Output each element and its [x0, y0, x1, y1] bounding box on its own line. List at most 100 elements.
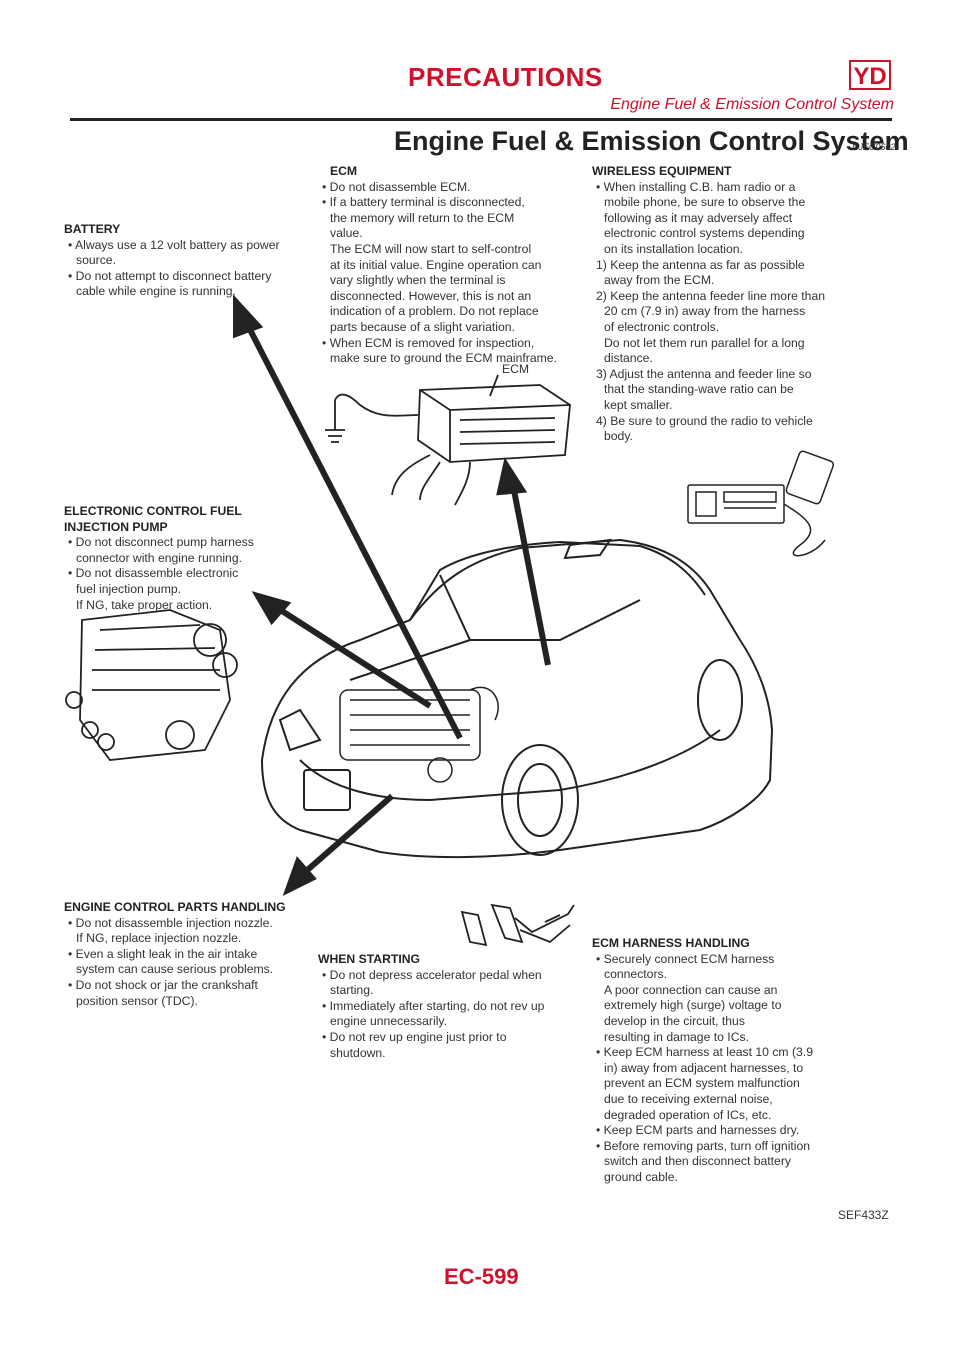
engine-code-badge: YD: [849, 60, 891, 90]
ecm-lines: • Do not disassemble ECM.• If a battery …: [318, 180, 588, 367]
harness-block: ECM HARNESS HANDLING • Securely connect …: [592, 936, 892, 1186]
pump-heading: ELECTRONIC CONTROL FUEL: [64, 504, 242, 518]
bullet-continuation: following as it may adversely affect: [604, 210, 793, 225]
header-rule: [70, 118, 892, 121]
bullet-continuation: resulting in damage to ICs.: [604, 1029, 749, 1044]
bullet-item: • Keep ECM parts and harnesses dry.: [596, 1123, 800, 1138]
wireless-block: WIRELESS EQUIPMENT • When installing C.B…: [592, 164, 892, 445]
bullet-continuation: Do not let them run parallel for a long: [604, 335, 805, 350]
starting-heading: WHEN STARTING: [318, 952, 421, 966]
bullet-item: • Do not depress accelerator pedal when: [322, 967, 542, 982]
bullet-continuation: position sensor (TDC).: [76, 993, 198, 1008]
injection-pump-illustration: [65, 609, 238, 761]
bullet-item: • When ECM is removed for inspection,: [322, 335, 535, 350]
bullet-continuation: kept smaller.: [604, 397, 673, 412]
bullet-continuation: distance.: [604, 351, 653, 366]
header-subtitle: Engine Fuel & Emission Control System: [610, 96, 894, 113]
bullet-continuation: vary slightly when the terminal is: [330, 273, 506, 288]
radio-illustration: [687, 450, 835, 557]
bullet-continuation: the memory will return to the ECM: [330, 210, 515, 225]
bullet-item: • Do not shock or jar the crankshaft: [68, 977, 258, 992]
bullet-continuation: degraded operation of ICs, etc.: [604, 1107, 772, 1122]
bullet-continuation: indication of a problem. Do not replace: [330, 304, 539, 319]
bullet-item: 3) Adjust the antenna and feeder line so: [596, 366, 812, 381]
bullet-continuation: system can cause serious problems.: [76, 962, 274, 977]
bullet-item: • Keep ECM harness at least 10 cm (3.9: [596, 1045, 813, 1060]
bullet-continuation: cable while engine is running.: [76, 284, 236, 299]
parts-lines: • Do not disassemble injection nozzle.If…: [64, 916, 324, 1010]
pump-block: ELECTRONIC CONTROL FUEL INJECTION PUMP •…: [64, 504, 304, 613]
car-illustration: [260, 538, 774, 859]
bullet-continuation: If NG, replace injection nozzle.: [76, 931, 242, 946]
bullet-continuation: ground cable.: [604, 1169, 678, 1184]
bullet-item: • When installing C.B. ham radio or a: [596, 179, 796, 194]
bullet-item: • Do not disassemble injection nozzle.: [68, 915, 273, 930]
ecm-unit-illustration: [325, 374, 571, 506]
bullet-continuation: of electronic controls.: [604, 319, 720, 334]
page-number: EC-599: [444, 1264, 519, 1289]
bullet-continuation: at its initial value. Engine operation c…: [330, 257, 542, 272]
bullet-continuation: mobile phone, be sure to observe the: [604, 195, 806, 210]
bullet-continuation: develop in the circuit, thus: [604, 1013, 745, 1028]
ecm-block: ECM • Do not disassemble ECM.• If a batt…: [318, 164, 588, 367]
parts-block: ENGINE CONTROL PARTS HANDLING • Do not d…: [64, 900, 324, 1009]
section-title: Engine Fuel & Emission Control System: [394, 126, 909, 156]
bullet-continuation: due to receiving external noise,: [604, 1091, 773, 1106]
bullet-continuation: connectors.: [604, 967, 668, 982]
bullet-continuation: shutdown.: [330, 1045, 386, 1060]
battery-heading: BATTERY: [64, 222, 121, 236]
wireless-heading: WIRELESS EQUIPMENT: [592, 164, 732, 178]
bullet-continuation: parts because of a slight variation.: [330, 319, 515, 334]
bullet-item: • Immediately after starting, do not rev…: [322, 998, 545, 1013]
parts-heading: ENGINE CONTROL PARTS HANDLING: [64, 900, 286, 914]
starting-block: WHEN STARTING • Do not depress accelerat…: [318, 952, 590, 1061]
bullet-continuation: electronic control systems depending: [604, 226, 805, 241]
bullet-continuation: extremely high (surge) voltage to: [604, 998, 782, 1013]
pointer-arrows: [233, 294, 551, 897]
bullet-item: 1) Keep the antenna as far as possible: [596, 257, 805, 272]
bullet-continuation: that the standing-wave ratio can be: [604, 382, 794, 397]
harness-heading: ECM HARNESS HANDLING: [592, 936, 750, 950]
figure-code: SEF433Z: [838, 1208, 889, 1222]
battery-block: BATTERY • Always use a 12 volt battery a…: [64, 222, 324, 300]
bullet-continuation: disconnected. However, this is not an: [330, 288, 532, 303]
bullet-item: • Do not disassemble electronic: [68, 566, 239, 581]
bullet-continuation: switch and then disconnect battery: [604, 1154, 791, 1169]
bullet-item: • Do not attempt to disconnect battery: [68, 268, 272, 283]
bullet-item: • Do not rev up engine just prior to: [322, 1029, 507, 1044]
bullet-continuation: make sure to ground the ECM mainframe.: [330, 351, 557, 366]
bullet-item: 2) Keep the antenna feeder line more tha…: [596, 288, 826, 303]
ecm-heading: ECM: [330, 164, 358, 178]
bullet-continuation: on its installation location.: [604, 241, 743, 256]
bullet-item: • Even a slight leak in the air intake: [68, 946, 258, 961]
bullet-item: • Do not disassemble ECM.: [322, 179, 471, 194]
bullet-continuation: starting.: [330, 983, 374, 998]
bullet-item: • Before removing parts, turn off igniti…: [596, 1138, 811, 1153]
bullet-continuation: body.: [604, 429, 633, 444]
bullet-item: • If a battery terminal is disconnected,: [322, 195, 525, 210]
header-title: PRECAUTIONS: [408, 62, 603, 92]
bullet-continuation: 20 cm (7.9 in) away from the harness: [604, 304, 806, 319]
pump-heading-2: INJECTION PUMP: [64, 519, 168, 534]
bullet-continuation: engine unnecessarily.: [330, 1014, 447, 1029]
bullet-continuation: value.: [330, 226, 363, 241]
pedals-illustration: [460, 903, 575, 947]
bullet-continuation: source.: [76, 253, 116, 268]
bullet-continuation: If NG, take proper action.: [76, 597, 213, 612]
bullet-item: • Always use a 12 volt battery as power: [68, 237, 280, 252]
bullet-continuation: away from the ECM.: [604, 273, 715, 288]
bullet-continuation: prevent an ECM system malfunction: [604, 1076, 800, 1091]
bullet-continuation: The ECM will now start to self-control: [330, 241, 532, 256]
bullet-item: • Securely connect ECM harness: [596, 951, 775, 966]
bullet-continuation: A poor connection can cause an: [604, 982, 778, 997]
bullet-item: • Do not disconnect pump harness: [68, 535, 254, 550]
bullet-item: 4) Be sure to ground the radio to vehicl…: [596, 413, 813, 428]
ecm-figure-label: ECM: [502, 362, 530, 376]
bullet-continuation: in) away from adjacent harnesses, to: [604, 1060, 804, 1075]
